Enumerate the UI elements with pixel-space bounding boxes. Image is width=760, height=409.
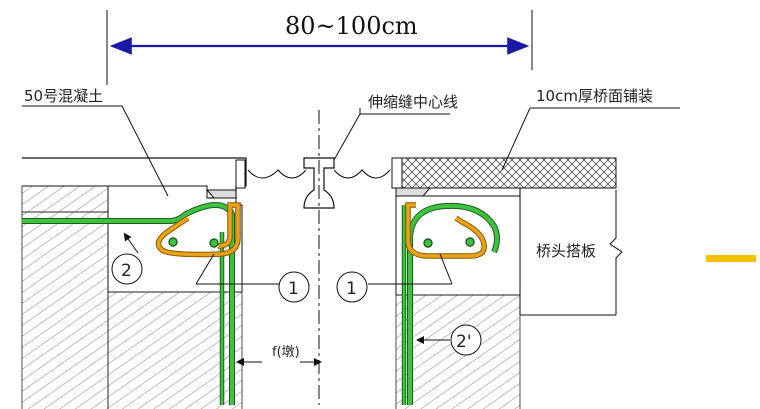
tag-right-2p: 2' <box>456 332 472 352</box>
deck-pavement-hatch <box>401 157 617 189</box>
left-pier-hatch <box>21 211 109 409</box>
concrete-label: 50号混凝土 <box>24 87 103 105</box>
left-steel-angle <box>235 159 246 189</box>
tag-circle-left-2 <box>111 253 143 285</box>
pavement-leader <box>501 107 680 171</box>
left-bar-section-a <box>168 237 178 247</box>
pavement-label: 10cm厚桥面铺装 <box>536 87 653 105</box>
anchor-plates <box>205 187 432 199</box>
left-deck-hatch <box>21 185 109 213</box>
legend-bar <box>706 255 756 262</box>
rebars <box>22 202 500 405</box>
rubber-seal <box>247 169 391 179</box>
center-beam <box>303 157 335 209</box>
left-bar-section-b <box>209 238 219 248</box>
dimension-annotation: 80~100cm <box>106 10 533 85</box>
rebar-tags: 2 1 1 2' <box>111 253 482 356</box>
tag1-right-leader <box>368 253 453 285</box>
centerline-leader <box>333 108 450 161</box>
right-main-rebar-fill <box>408 203 499 405</box>
left-anchor-plate <box>205 189 237 199</box>
tag2-left-leader <box>123 232 139 254</box>
tag-circle-right-1 <box>336 271 368 303</box>
leader-lines <box>22 105 680 366</box>
tag-left-2: 2 <box>121 261 132 281</box>
dimension-text: 80~100cm <box>285 12 418 40</box>
left-main-rebar-fill <box>22 203 234 405</box>
tag-circle-right-2p <box>450 324 482 356</box>
expansion-device <box>247 110 391 405</box>
tag-right-1: 1 <box>346 279 357 299</box>
concrete-leader <box>22 105 169 197</box>
tag-circle-left-1 <box>278 271 310 303</box>
approach-slab-label: 桥头搭板 <box>536 242 596 260</box>
approach-slab-break <box>609 190 623 315</box>
gap-label: f(墩) <box>272 345 300 360</box>
tag1-left-leader <box>195 253 280 285</box>
right-bar-section-a <box>423 238 433 248</box>
tag-left-1: 1 <box>288 279 299 299</box>
right-steel-angle <box>391 157 403 189</box>
left-lower-pier-hatch <box>107 291 243 409</box>
left-stirrup-fill <box>156 203 240 257</box>
right-anchor-plate <box>395 187 432 197</box>
right-stirrup-fill <box>406 203 486 258</box>
right-bar-section-b <box>465 237 475 247</box>
labels: 50号混凝土 伸缩缝中心线 10cm厚桥面铺装 桥头搭板 f(墩) <box>24 87 653 360</box>
centerline-label: 伸缩缝中心线 <box>368 93 458 111</box>
right-concrete-block <box>395 195 521 296</box>
